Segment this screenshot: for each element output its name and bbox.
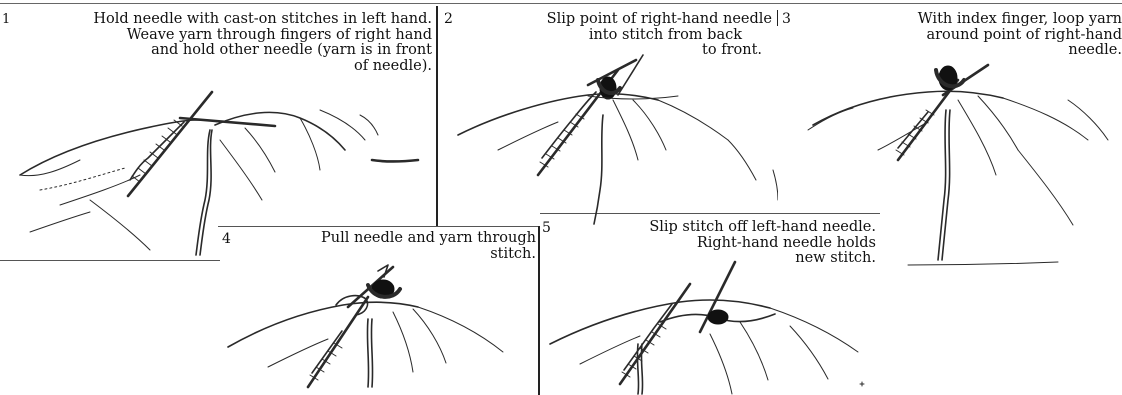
step-1-illustration bbox=[0, 0, 436, 262]
step-5-panel: 5 Slip stitch off left-hand needle. Righ… bbox=[540, 214, 880, 395]
step-5-illustration bbox=[540, 214, 880, 395]
step-4-illustration bbox=[218, 227, 538, 395]
step-2-panel: 2 Slip point of right-hand needle into s… bbox=[438, 0, 778, 226]
step-4-panel: 4 Pull needle and yarn through stitch. bbox=[218, 227, 538, 395]
step-2-illustration bbox=[438, 0, 778, 226]
step-1-panel: 1Hold needle with cast-on stitches in le… bbox=[0, 0, 436, 262]
